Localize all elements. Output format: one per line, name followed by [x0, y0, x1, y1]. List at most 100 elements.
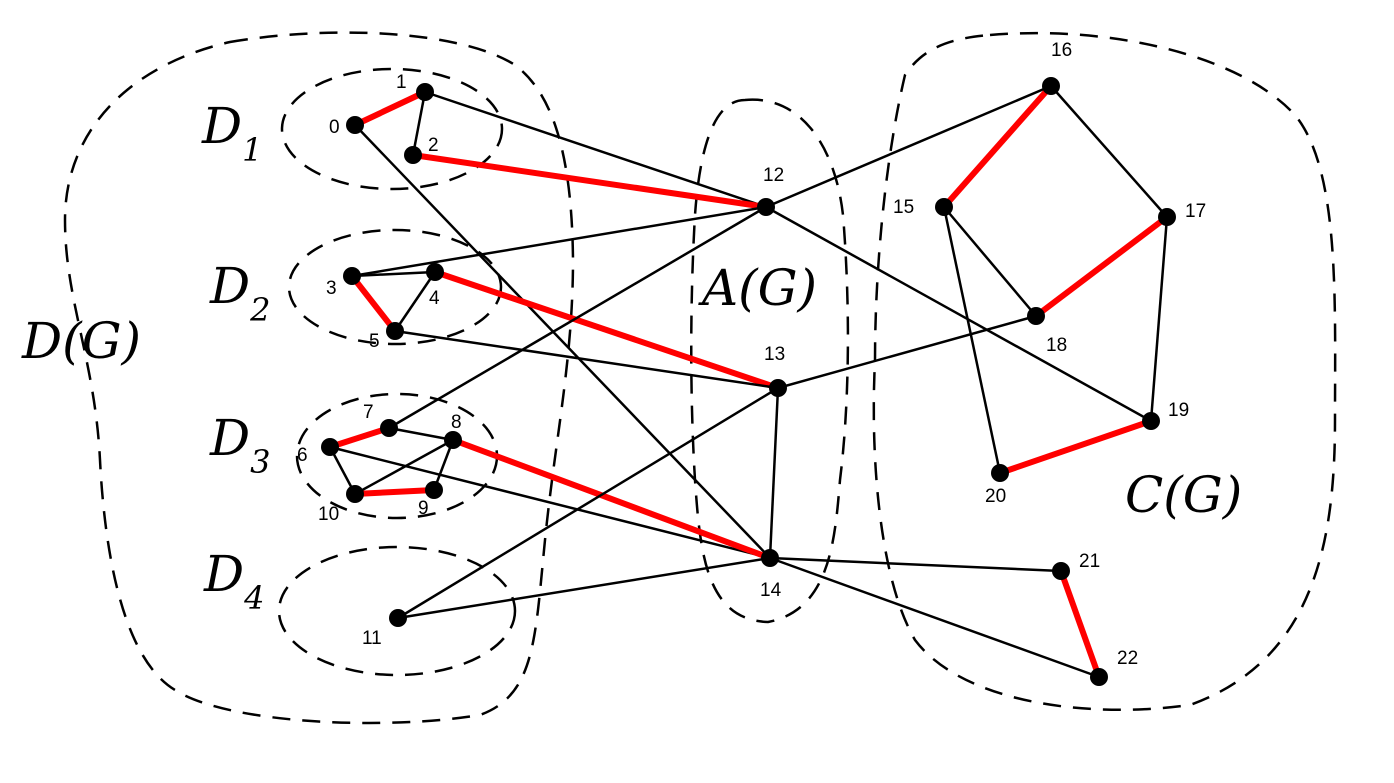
region-label-a-g: A(G) [698, 259, 817, 317]
edge-7-12 [388, 205, 767, 430]
node-label-6: 6 [297, 445, 308, 466]
edge-5-13 [394, 329, 779, 390]
graph-nodes [321, 77, 1176, 686]
matching-edge-3-5 [349, 274, 398, 333]
node-19 [1142, 412, 1160, 430]
edge-8-10 [354, 438, 454, 496]
region-label-d1: D1 [201, 97, 262, 169]
edge-16-17 [1050, 85, 1168, 218]
edge-11-13 [397, 386, 779, 620]
matching-edge-9-10 [354, 487, 435, 497]
region-c-g-boundary [872, 31, 1337, 712]
edge-3-4 [351, 270, 436, 278]
matching-edge-2-12 [412, 152, 767, 210]
node-label-11: 11 [362, 628, 382, 649]
node-18 [1027, 307, 1045, 325]
node-label-3: 3 [326, 278, 337, 299]
edge-3-12 [351, 205, 767, 278]
matching-edge-0-1 [353, 89, 427, 128]
region-d3-boundary [295, 392, 499, 520]
node-label-8: 8 [451, 412, 462, 433]
node-label-7: 7 [363, 402, 374, 423]
region-label-d-g: D(G) [21, 312, 141, 370]
graph-edges [328, 84, 1169, 679]
node-8 [444, 431, 462, 449]
node-label-2: 2 [428, 135, 439, 156]
node-label-17: 17 [1185, 201, 1206, 222]
node-label-10: 10 [318, 504, 339, 525]
node-21 [1052, 562, 1070, 580]
matching-edge-15-16 [941, 84, 1054, 209]
edge-12-16 [765, 84, 1052, 209]
edge-17-19 [1149, 216, 1169, 422]
node-16 [1042, 77, 1060, 95]
node-label-13: 13 [764, 344, 785, 365]
region-d-g-boundary [63, 31, 575, 725]
node-0 [346, 116, 364, 134]
node-label-19: 19 [1168, 400, 1189, 421]
region-labels: D(G) A(G) C(G) D1 D2 D3 D4 [21, 97, 1242, 617]
region-label-d2: D2 [209, 257, 270, 329]
node-label-22: 22 [1117, 648, 1138, 669]
matching-edge-8-14 [451, 437, 772, 561]
node-10 [346, 485, 364, 503]
edge-1-12 [424, 90, 767, 209]
node-label-20: 20 [985, 486, 1006, 507]
region-d2-boundary [287, 228, 503, 346]
node-7 [380, 419, 398, 437]
matching-edge-21-22 [1058, 569, 1102, 679]
node-label-18: 18 [1046, 335, 1067, 356]
node-label-9: 9 [418, 498, 429, 519]
node-5 [386, 322, 404, 340]
node-label-5: 5 [369, 331, 380, 352]
edge-4-5 [393, 271, 437, 332]
edge-0-14 [354, 124, 771, 559]
node-9 [425, 481, 443, 499]
region-boundaries [63, 31, 1337, 725]
edge-14-21 [769, 556, 1062, 573]
matching-edge-6-7 [329, 425, 390, 450]
edge-13-18 [777, 314, 1037, 390]
edge-13-14 [768, 387, 780, 559]
matching-edge-19-20 [999, 418, 1152, 476]
edge-12-19 [765, 205, 1152, 423]
node-label-16: 16 [1051, 40, 1072, 61]
node-label-15: 15 [893, 197, 914, 218]
node-label-1: 1 [396, 72, 407, 93]
node-label-12: 12 [763, 165, 784, 186]
node-22 [1090, 668, 1108, 686]
matching-edge-17-18 [1034, 214, 1169, 319]
edge-6-14 [329, 445, 771, 560]
region-label-d4: D4 [203, 545, 264, 617]
node-label-21: 21 [1079, 551, 1100, 572]
node-17 [1158, 208, 1176, 226]
node-label-14: 14 [760, 580, 782, 601]
node-label-0: 0 [329, 117, 340, 138]
region-a-g-boundary [690, 98, 850, 624]
region-label-d3: D3 [209, 409, 270, 481]
node-3 [343, 267, 361, 285]
region-label-c-g: C(G) [1125, 466, 1242, 524]
edge-1-2 [411, 91, 427, 156]
node-15 [935, 198, 953, 216]
edge-7-8 [388, 426, 454, 442]
region-d1-boundary [280, 67, 504, 191]
node-13 [769, 379, 787, 397]
node-1 [416, 83, 434, 101]
node-12 [757, 198, 775, 216]
region-d4-boundary [277, 545, 517, 677]
matching-edge-4-13 [434, 269, 779, 391]
node-4 [426, 263, 444, 281]
edge-15-18 [943, 206, 1037, 317]
edge-14-22 [769, 556, 1100, 679]
node-6 [321, 438, 339, 456]
node-2 [404, 146, 422, 164]
node-11 [389, 609, 407, 627]
edge-11-14 [397, 556, 771, 620]
node-14 [761, 549, 779, 567]
node-20 [991, 464, 1009, 482]
edge-15-20 [942, 206, 1002, 474]
node-label-4: 4 [429, 288, 440, 309]
